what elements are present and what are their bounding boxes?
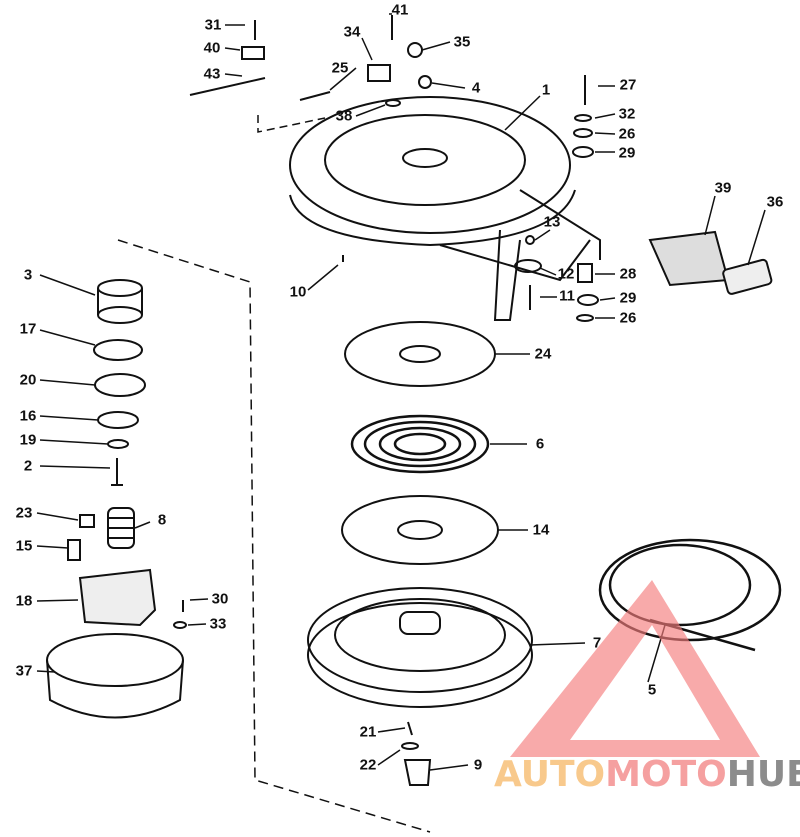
part-label: 10 — [289, 283, 307, 301]
part-label: 23 — [15, 504, 33, 522]
bushing-28 — [577, 263, 593, 283]
part-label: 20 — [19, 371, 37, 389]
part-label: 2 — [23, 457, 33, 475]
part-label: 3 — [23, 266, 33, 284]
disc-14 — [341, 495, 499, 565]
bushing-29 — [572, 146, 594, 158]
starter-housing — [289, 96, 601, 321]
bushing-12 — [514, 259, 542, 273]
spring-6 — [350, 414, 490, 474]
bushing-29b — [577, 294, 599, 306]
washer-26 — [573, 128, 593, 138]
part-label: 32 — [618, 105, 636, 123]
part-label: 16 — [19, 407, 37, 425]
part-label: 37 — [15, 662, 33, 680]
washer-13 — [525, 235, 535, 245]
part-label: 12 — [557, 265, 575, 283]
part-label: 29 — [618, 144, 636, 162]
part-label: 30 — [211, 590, 229, 608]
washer-38 — [385, 99, 401, 107]
watermark-auto: AUTO — [494, 754, 606, 795]
part-label: 28 — [619, 265, 637, 283]
part-label: 13 — [543, 213, 561, 231]
lever-25 — [299, 91, 331, 101]
washer-26b — [576, 314, 594, 322]
part-label: 15 — [15, 537, 33, 555]
part-label: 38 — [335, 107, 353, 125]
part-label: 26 — [618, 125, 636, 143]
part-label: 1 — [541, 81, 551, 99]
part-label: 35 — [453, 33, 471, 51]
part-label: 27 — [619, 76, 637, 94]
nut-4 — [418, 75, 432, 89]
leader-lines — [36, 13, 766, 771]
washer-17 — [93, 339, 143, 361]
part-label: 43 — [203, 65, 221, 83]
watermark-text: AUTOMOTOHUB — [494, 757, 800, 793]
part-label: 18 — [15, 592, 33, 610]
part-label: 31 — [204, 16, 222, 34]
part-label: 22 — [359, 756, 377, 774]
part-label: 33 — [209, 615, 227, 633]
assembly-dashed-line — [117, 239, 431, 833]
part-label: 34 — [343, 23, 361, 41]
watermark-moto: MOTO — [605, 754, 727, 795]
pawl-23 — [79, 514, 95, 528]
part-label: 29 — [619, 289, 637, 307]
part-label: 9 — [473, 756, 483, 774]
plate-18 — [78, 568, 157, 627]
insert-36 — [722, 258, 773, 295]
ring-16 — [97, 411, 139, 429]
part-label: 39 — [714, 179, 732, 197]
part-label: 17 — [19, 320, 37, 338]
spring-8 — [107, 507, 135, 549]
watermark-logo — [510, 580, 760, 757]
handle-39 — [648, 230, 730, 287]
retainer-37 — [46, 633, 184, 719]
part-label: 26 — [619, 309, 637, 327]
washer-32 — [574, 114, 592, 122]
washer-19 — [107, 439, 129, 449]
disc-24 — [344, 321, 496, 387]
watermark-hub: HUB — [726, 754, 800, 795]
bushing-3 — [97, 279, 143, 324]
part-label: 6 — [535, 435, 545, 453]
pulley-7 — [307, 587, 533, 708]
part-label: 41 — [391, 1, 409, 19]
washer-22 — [401, 742, 419, 750]
washer-33 — [173, 621, 187, 629]
washer-20 — [94, 373, 146, 397]
clamp-40 — [241, 46, 265, 60]
part-label: 40 — [203, 39, 221, 57]
cam-34 — [367, 64, 391, 82]
part-label: 14 — [532, 521, 550, 539]
spring-15 — [67, 539, 81, 561]
part-label: 21 — [359, 723, 377, 741]
part-label: 4 — [471, 79, 481, 97]
part-label: 36 — [766, 193, 784, 211]
part-label: 25 — [331, 59, 349, 77]
part-label: 7 — [592, 634, 602, 652]
cable-43 — [189, 77, 266, 96]
part-label: 11 — [559, 287, 575, 305]
spring-35 — [407, 42, 423, 58]
part-label: 5 — [647, 681, 657, 699]
part-label: 24 — [534, 345, 552, 363]
pawl-9 — [403, 759, 432, 786]
bolt-21 — [407, 721, 413, 736]
part-label: 8 — [157, 511, 167, 529]
screw-2 — [111, 458, 123, 486]
assembly-dashed-line-top — [257, 115, 326, 133]
part-label: 19 — [19, 431, 37, 449]
